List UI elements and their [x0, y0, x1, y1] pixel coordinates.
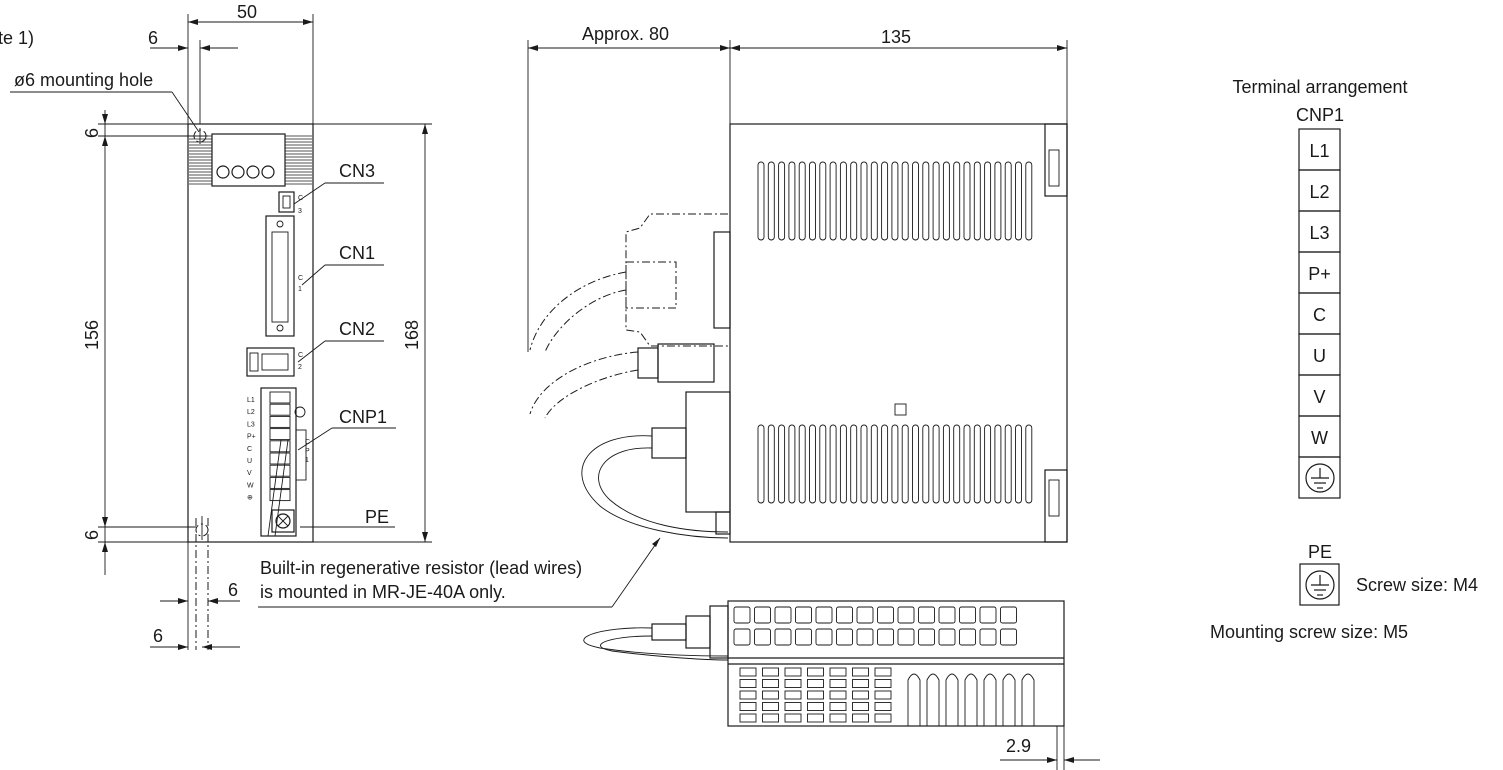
cn2-connector: C 2: [246, 347, 303, 377]
cn1-connector: C 1: [265, 215, 303, 337]
bottom-resistor-leads: [583, 605, 729, 661]
cn3-label: CN3: [339, 161, 375, 181]
display-digits: [216, 165, 275, 179]
front-terminal-cell: [269, 403, 291, 416]
front-terminal-cell: [269, 415, 291, 428]
cn1-plug-side: [529, 213, 731, 353]
dim-6-bottom-b: 6: [153, 626, 163, 646]
top-vent-right: [285, 135, 312, 185]
dim-6-vertical-top: 6: [82, 128, 102, 138]
mounting-screw-size: Mounting screw size: M5: [1210, 622, 1408, 642]
front-terminal-cell: [269, 452, 291, 465]
terminal-label: W: [1311, 428, 1328, 448]
terminal-label: U: [1313, 346, 1326, 366]
front-terminal-label: V: [247, 470, 252, 477]
front-view: te 1): [0, 2, 432, 650]
front-terminal-label: L3: [247, 421, 255, 428]
cnp1-small-1: 1: [305, 457, 309, 464]
side-view: Approx. 80 135 Built-in regenerative res…: [258, 24, 1068, 608]
regen-note-line1: Built-in regenerative resistor (lead wir…: [260, 558, 582, 578]
cn1-label: CN1: [339, 243, 375, 263]
cn1-small-1: 1: [298, 286, 302, 293]
side-mounting-tab-bottom: [1044, 469, 1068, 543]
terminal-label: L2: [1309, 182, 1329, 202]
pe-label-terminal: PE: [1308, 542, 1332, 562]
front-terminal-label: U: [247, 458, 252, 465]
bottom-dimension-lines: [1000, 726, 1100, 770]
side-vent-slots-bottom: [757, 424, 1033, 504]
bottom-heatsink-fins: [739, 667, 1035, 726]
display-panel: [211, 133, 286, 187]
cnp1-small-c: C: [305, 439, 310, 446]
bottom-vent-grid: [733, 606, 1017, 646]
front-dimension-lines: [98, 14, 432, 650]
front-terminal-cell: [269, 391, 291, 404]
cn1-small-c: C: [298, 275, 303, 282]
dim-135: 135: [881, 27, 911, 47]
note-fragment: te 1): [0, 28, 34, 48]
side-dimension-lines: [527, 40, 1068, 352]
cnp1-plug-side: [651, 391, 731, 535]
front-terminal-cell: [269, 440, 291, 453]
cn2-small-2: 2: [298, 364, 302, 371]
front-terminal-label: C: [247, 446, 252, 453]
terminal-arrangement-connector: CNP1: [1296, 105, 1344, 125]
pe-label-front: PE: [365, 507, 389, 527]
cn3-small-c: C: [298, 195, 303, 202]
terminal-ground-icon: [1298, 456, 1341, 499]
front-terminal-cell: [269, 464, 291, 477]
front-terminal-cell: [269, 428, 291, 441]
front-housing: [187, 123, 314, 543]
terminal-label: V: [1313, 387, 1325, 407]
mounting-hole-bottom-icon: [195, 516, 209, 650]
dim-6-top: 6: [148, 28, 158, 48]
front-label-leaders: [10, 91, 396, 528]
terminal-label: C: [1313, 305, 1326, 325]
dim-6-vertical-bottom: 6: [82, 530, 102, 540]
side-label-square: [894, 403, 907, 416]
pe-screw-size: Screw size: M4: [1356, 575, 1478, 595]
terminal-arrangement-title: Terminal arrangement: [1232, 77, 1407, 97]
terminal-label: L3: [1309, 223, 1329, 243]
dim-168: 168: [402, 320, 422, 350]
side-mounting-tab-top: [1044, 123, 1068, 197]
front-terminal-label: ⊕: [247, 495, 253, 502]
pe-screw-front-icon: [271, 509, 295, 533]
regen-note-line2: is mounted in MR-JE-40A only.: [260, 582, 506, 602]
dim-6-bottom-a: 6: [228, 580, 238, 600]
side-vent-slots-top: [757, 161, 1033, 241]
cn3-connector: C 3: [278, 191, 303, 215]
pe-ground-icon: [1299, 563, 1340, 606]
terminal-label: L1: [1309, 141, 1329, 161]
regen-note-leader: [258, 537, 661, 608]
front-terminal-label: L1: [247, 397, 255, 404]
front-terminal-cell: [269, 476, 291, 489]
cn2-label: CN2: [339, 319, 375, 339]
regen-resistor-leads: [581, 435, 729, 539]
cnp1-small-p: P: [305, 448, 310, 455]
cn3-small-3: 3: [298, 208, 302, 215]
dim-156: 156: [82, 320, 102, 350]
dim-50: 50: [237, 2, 257, 22]
cn2-plug-side: [529, 343, 715, 419]
dim-approx-80: Approx. 80: [582, 24, 669, 44]
cn2-small-c: C: [298, 352, 303, 359]
cnp1-terminal-block: C P 1: [260, 387, 310, 537]
top-vent-left: [189, 135, 212, 185]
front-terminal-label: P+: [247, 434, 256, 441]
side-housing: [729, 123, 1068, 543]
front-terminal-label: W: [247, 482, 254, 489]
terminal-label: P+: [1308, 264, 1331, 284]
cnp1-label: CNP1: [339, 407, 387, 427]
mounting-hole-label: ø6 mounting hole: [14, 70, 153, 90]
bottom-view: 2.9: [583, 600, 1100, 770]
front-terminal-label: L2: [247, 409, 255, 416]
dim-2-9: 2.9: [1006, 736, 1031, 756]
